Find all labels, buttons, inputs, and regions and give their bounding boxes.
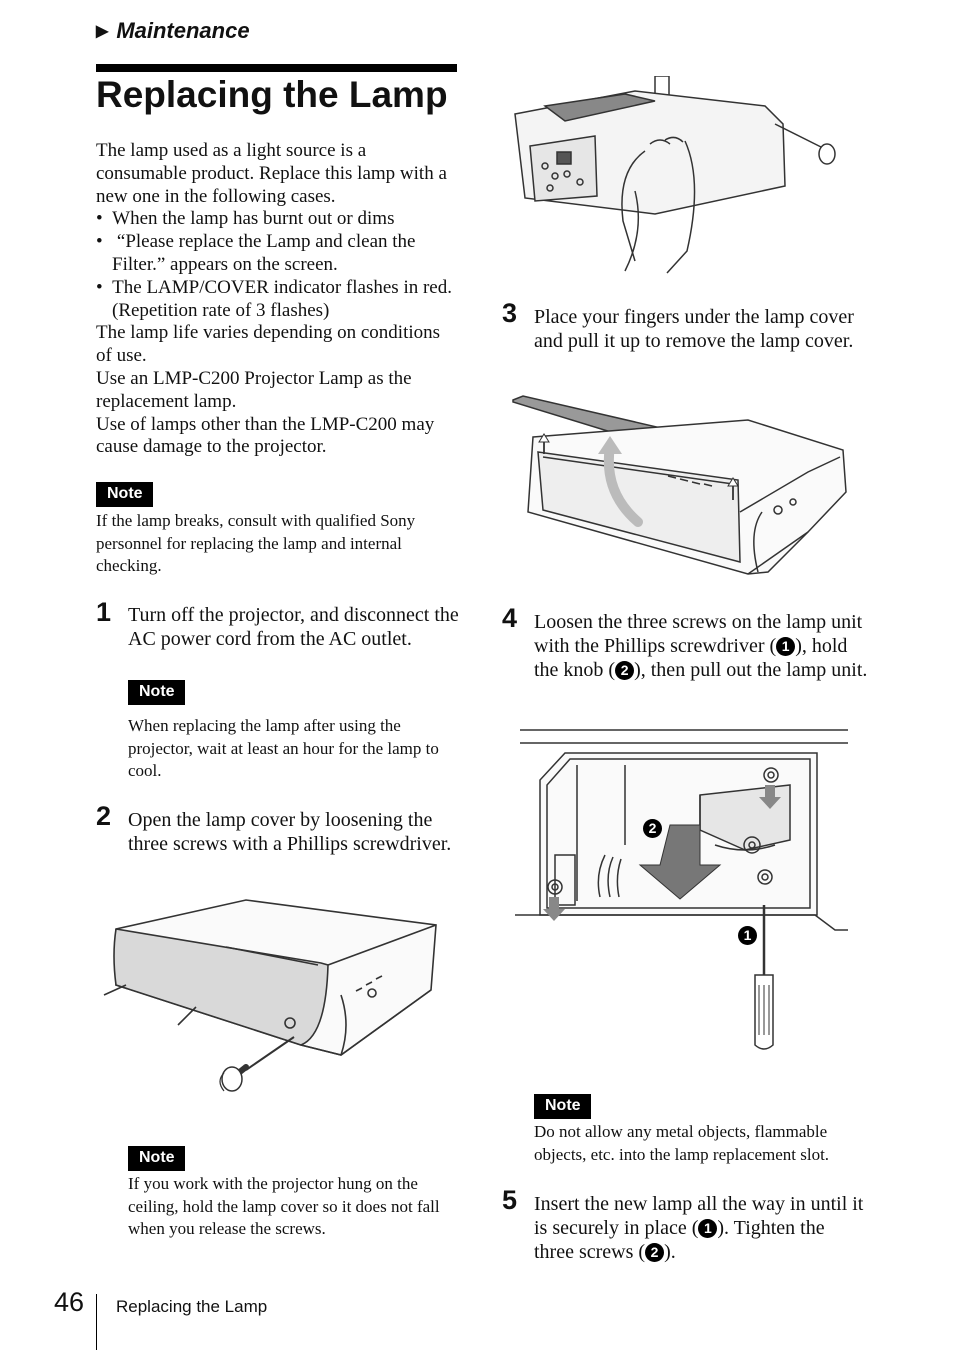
note-label: Note [534,1094,591,1119]
intro-block: The lamp used as a light source is a con… [96,140,458,459]
intro-paragraph: Use of lamps other than the LMP-C200 may… [96,413,435,458]
page-title: Replacing the Lamp [96,74,448,115]
section-heading: ▶ Maintenance [96,18,250,44]
intro-paragraph: Use an LMP-C200 Projector Lamp as the re… [96,367,412,412]
lamp-cover-removal-illustration [512,395,847,575]
note-label: Note [96,482,153,507]
triangle-marker-icon: ▶ [96,23,109,40]
callout-1-icon: 1 [698,1219,718,1238]
note-text: When replacing the lamp after using the … [128,716,439,781]
list-item: • The LAMP/COVER indicator flashes in re… [96,276,452,321]
step-number: 3 [502,298,518,328]
lamp-unit-removal-illustration [515,729,848,1050]
section-title: Maintenance [116,18,250,43]
note-label: Note [128,680,185,705]
callout-2-icon: 2 [645,1243,665,1262]
step-number: 4 [502,603,518,633]
callout-2-icon: 2 [615,661,635,680]
list-item: • When the lamp has burnt out or dims [96,208,395,230]
hand-on-ceiling-projector-illustration [514,76,836,274]
step-text: Insert the new lamp all the way in until… [534,1193,864,1263]
title-rule [96,64,457,72]
step-text: Loosen the three screws on the lamp unit… [534,611,868,681]
callout-1-icon: 1 [776,637,796,656]
step-number: 1 [96,597,112,627]
step-number: 5 [502,1185,518,1215]
list-item: • “Please replace the Lamp and clean the… [96,231,416,275]
callout-2-icon: 2 [643,819,662,838]
note-text: Do not allow any metal objects, flammabl… [534,1122,830,1164]
intro-paragraph: The lamp used as a light source is a con… [96,140,447,207]
step-text: Open the lamp cover by loosening the thr… [128,809,452,855]
callout-1-icon: 1 [738,926,757,945]
running-title: Replacing the Lamp [116,1297,268,1316]
note-text: If the lamp breaks, consult with qualifi… [96,511,416,576]
note-label: Note [128,1146,185,1171]
footer-divider [96,1294,97,1350]
projector-cover-screws-illustration [103,899,437,1092]
step-text: Turn off the projector, and disconnect t… [128,604,459,650]
intro-paragraph: The lamp life varies depending on condit… [96,322,441,367]
step-text: Place your fingers under the lamp cover … [534,306,854,352]
step-number: 2 [96,801,112,831]
page-number: 46 [54,1287,85,1317]
note-text: If you work with the projector hung on t… [128,1174,440,1239]
